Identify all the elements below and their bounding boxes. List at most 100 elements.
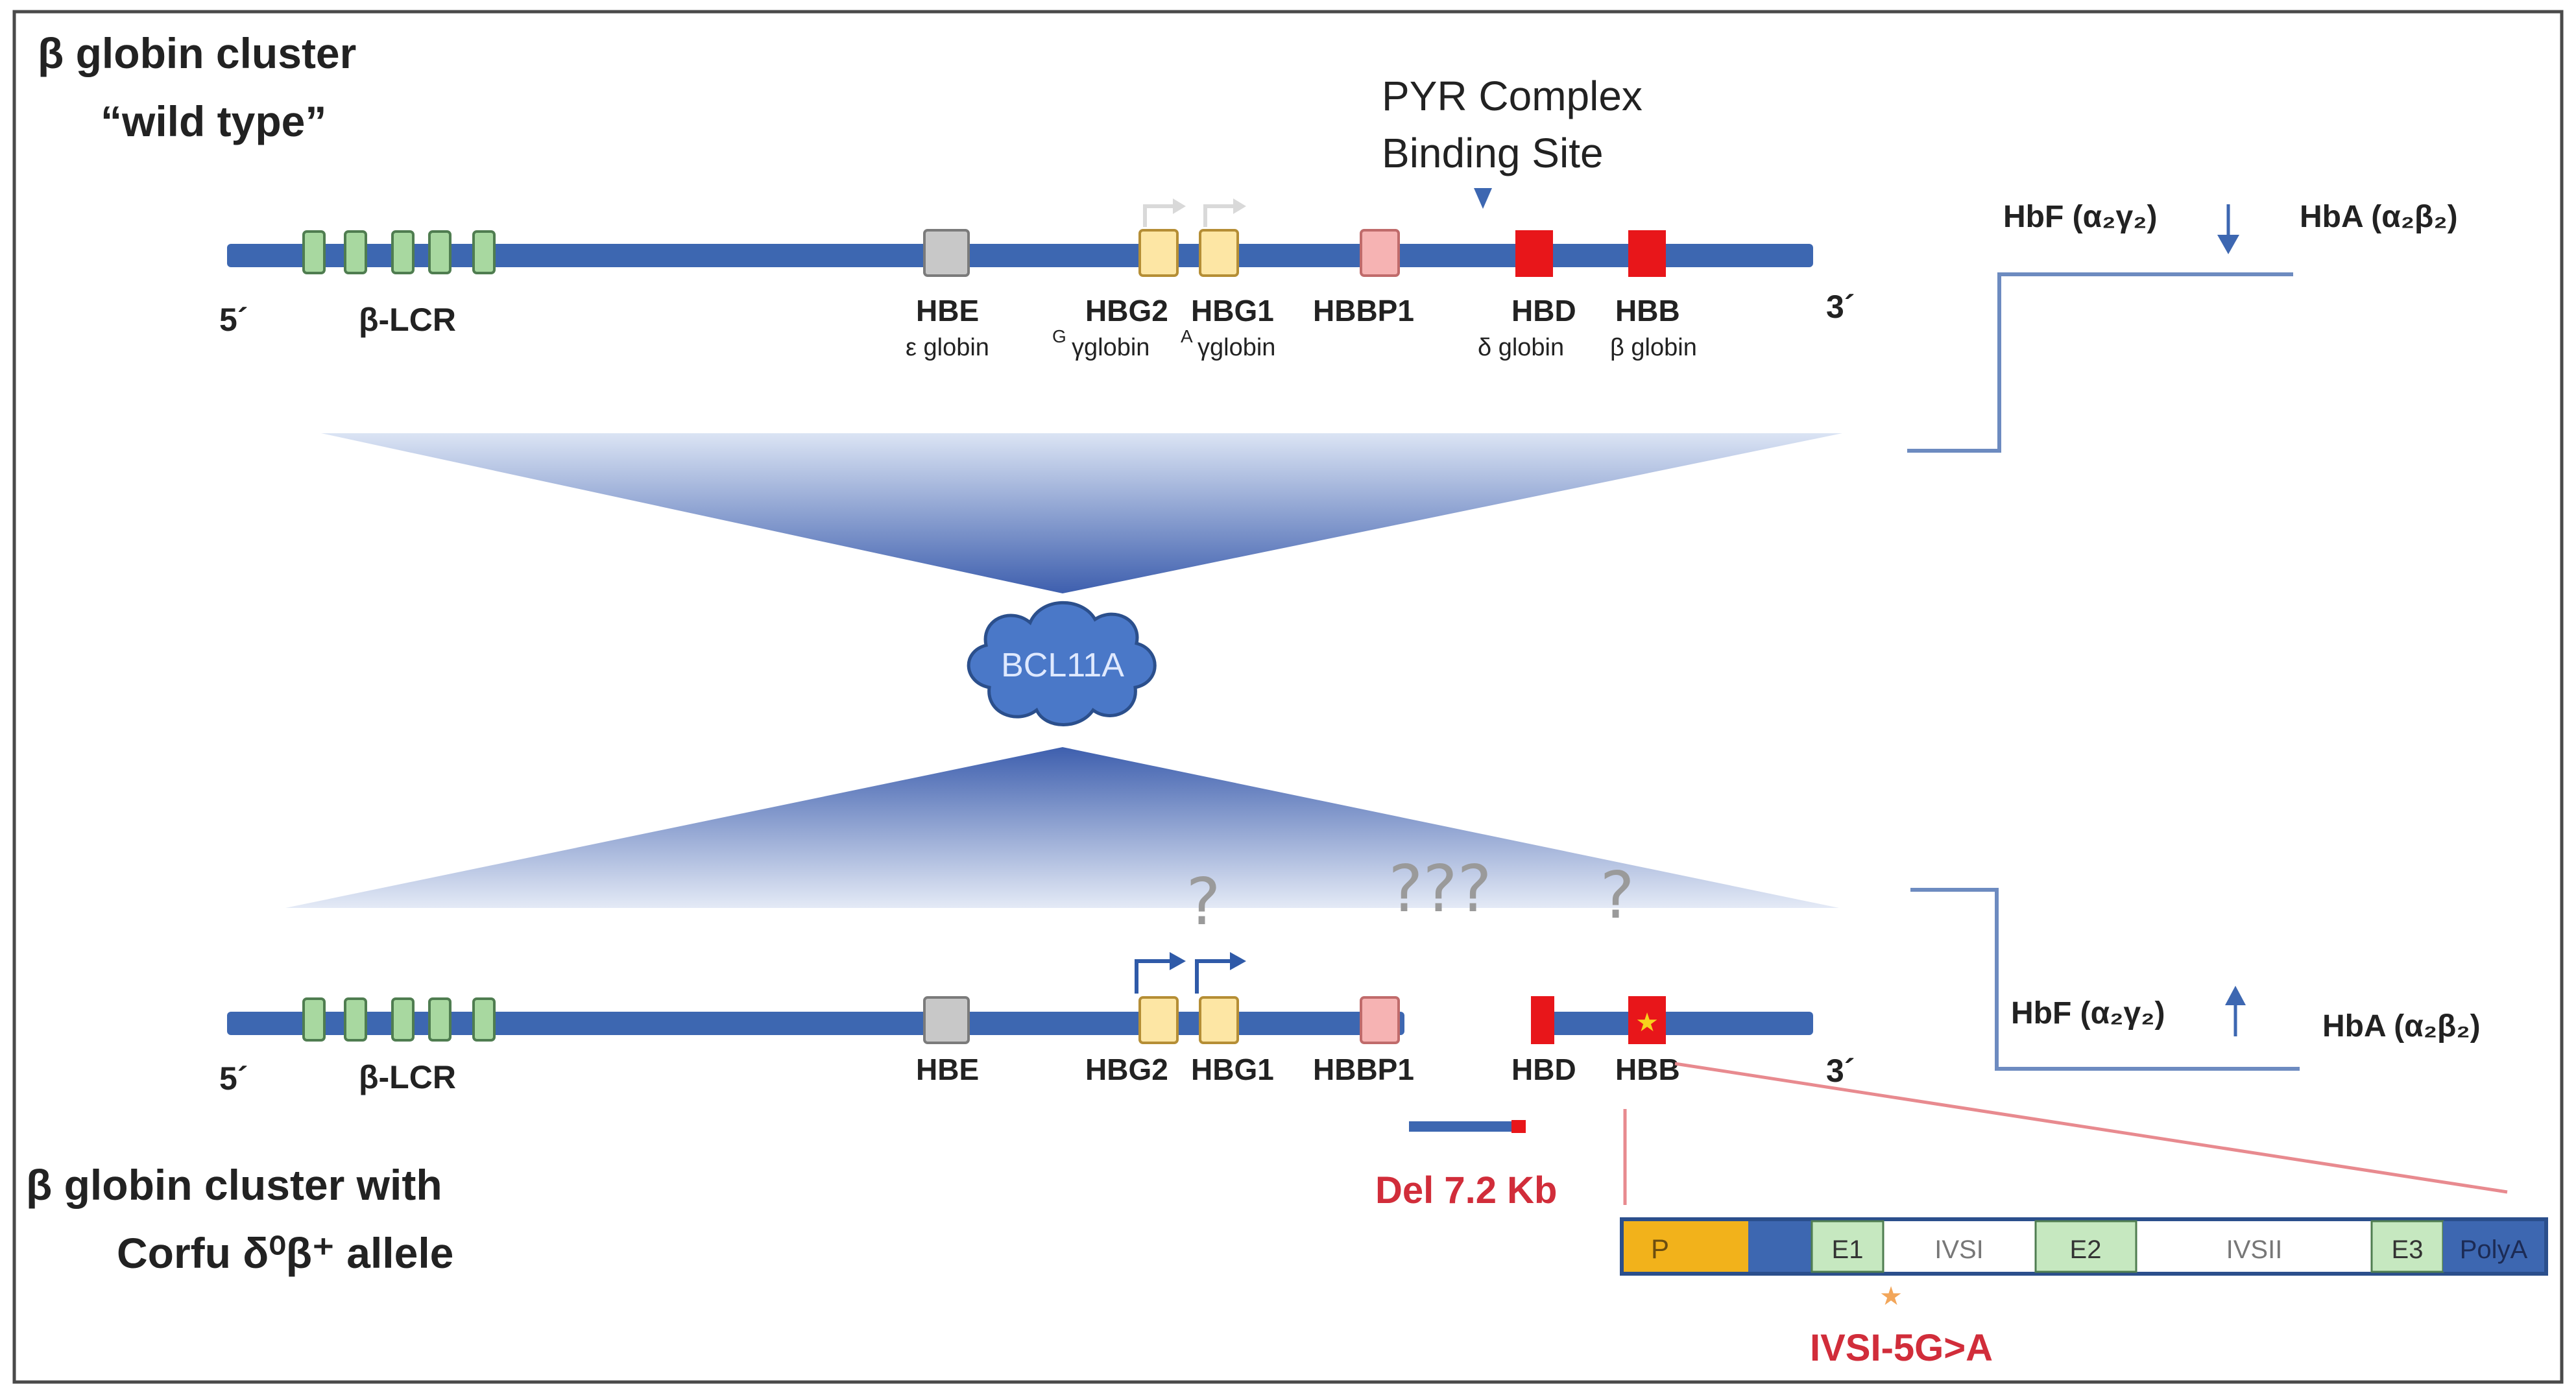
hba-label-wild-type: HbA (α₂β₂): [2300, 200, 2458, 234]
hbf-down-arrow-icon: [2217, 235, 2239, 254]
lcr-element: [344, 997, 367, 1042]
hbd-label-corfu: HBD: [1511, 1053, 1576, 1086]
hbg1-label-wild-type: HBG1: [1191, 294, 1274, 328]
deletion-bar-end: [1511, 1120, 1526, 1133]
hbg2-label-wild-type: HBG2: [1085, 294, 1168, 328]
hbd-label-wild-type: HBD: [1511, 294, 1576, 328]
wild-type-expression-step: [1907, 272, 2293, 453]
segment-promoter: [1624, 1221, 1748, 1272]
segment-exon1: [1811, 1220, 1884, 1273]
hbe-label-corfu: HBE: [916, 1053, 979, 1086]
lcr-element: [428, 997, 451, 1042]
hbe-box: [923, 229, 970, 277]
mutation-label: IVSI-5G>A: [1810, 1327, 1993, 1369]
figure-frame: [12, 10, 2564, 1384]
hbb-label-wild-type: HBB: [1615, 294, 1680, 328]
pyr-label-line2: Binding Site: [1382, 130, 1604, 176]
segment-label-e2: E2: [2070, 1235, 2102, 1264]
segment-label-e1: E1: [1832, 1235, 1864, 1264]
lcr-element: [302, 230, 326, 274]
bcl11a-bottom-wedge: [285, 747, 1839, 908]
hbb-box: [1628, 230, 1666, 277]
lcr-element: [472, 997, 496, 1042]
hbg1-promoter-arrow-icon: [1203, 204, 1234, 227]
hbb-label-corfu: HBB: [1615, 1053, 1680, 1086]
lcr-label-corfu: β-LCR: [359, 1059, 456, 1095]
hbg1-promoter-arrowhead-icon: [1233, 198, 1246, 214]
hbf-up-arrow-icon: [2225, 986, 2246, 1005]
title-corfu-line1: β globin cluster with: [26, 1161, 442, 1209]
hbg2-box: [1138, 229, 1179, 277]
segment-label-polya: PolyA: [2460, 1235, 2528, 1264]
segment-label-e3: E3: [2392, 1235, 2424, 1264]
hbg2-label-corfu: HBG2: [1085, 1053, 1168, 1086]
epsilon-globin-label: ε globin: [906, 334, 989, 361]
a-gamma-superscript: A: [1181, 326, 1193, 346]
bcl11a-cloud: [967, 601, 1157, 726]
zoom-line-right: [1674, 1062, 2508, 1194]
hbbp1-label-corfu: HBBP1: [1313, 1053, 1414, 1086]
hbf-label-wild-type: HbF (α₂γ₂): [2003, 200, 2157, 234]
hbg2-promoter-arrow-icon: [1143, 204, 1174, 227]
hbe-box-corfu: [923, 996, 970, 1044]
chromosome-corfu-right: [1544, 1012, 1813, 1035]
hbbp1-label-wild-type: HBBP1: [1313, 294, 1414, 328]
segment-exon3: [2370, 1220, 2444, 1273]
deletion-bar: [1409, 1121, 1523, 1132]
deletion-label: Del 7.2 Kb: [1375, 1169, 1557, 1211]
hbg2-promoter-arrowhead-icon: [1173, 198, 1186, 214]
hbg1-box: [1199, 229, 1239, 277]
bcl11a-top-wedge: [321, 433, 1842, 593]
hbbp1-box-corfu: [1360, 996, 1400, 1044]
hbg1-box-corfu: [1199, 996, 1239, 1044]
hbf-label-corfu: HbF (α₂γ₂): [2011, 996, 2165, 1031]
beta-globin-label: β globin: [1610, 334, 1697, 361]
chromosome-wild-type: [227, 244, 1813, 267]
segment-utr: [1748, 1221, 1812, 1272]
segment-exon2: [2034, 1220, 2137, 1273]
hbd-box-corfu: [1531, 996, 1554, 1044]
segment-label-ivsii: IVSII: [2226, 1235, 2283, 1264]
question-hbbp1-hbd: ???: [1388, 851, 1491, 927]
pyr-binding-arrow-icon: [1474, 188, 1492, 209]
hbb-mutation-star-icon: ★: [1635, 1008, 1659, 1038]
hba-label-corfu: HbA (α₂β₂): [2322, 1009, 2481, 1043]
corfu-expression-step: [1910, 888, 2300, 1071]
hbd-box: [1515, 230, 1553, 277]
lcr-element: [302, 997, 326, 1042]
title-wild-type-line2: “wild type”: [101, 97, 326, 145]
lcr-element: [428, 230, 451, 274]
mutation-marker-icon: ★: [1879, 1282, 1903, 1311]
lcr-element: [344, 230, 367, 274]
lcr-label-wild-type: β-LCR: [359, 302, 456, 338]
lcr-corfu: [302, 997, 496, 1042]
hbg1-active-arrowhead-icon: [1230, 952, 1246, 970]
three-prime-corfu: 3´: [1826, 1053, 1855, 1089]
hbg2-box-corfu: [1138, 996, 1179, 1044]
bcl11a-label: BCL11A: [1001, 647, 1124, 684]
lcr-element: [472, 230, 496, 274]
segment-label-ivsi: IVSI: [1934, 1235, 1984, 1264]
hbe-label-wild-type: HBE: [916, 294, 979, 328]
g-gamma-globin-label: γglobin: [1072, 334, 1150, 361]
hbg2-active-arrowhead-icon: [1170, 952, 1186, 970]
hbb-gene-structure: P E1 IVSI E2 IVSII E3 PolyA: [1620, 1217, 2548, 1276]
hbbp1-box: [1360, 229, 1400, 277]
hbg1-active-arrow-icon: [1195, 959, 1231, 994]
question-hbb: ?: [1600, 857, 1634, 933]
segment-polya: [2443, 1221, 2544, 1272]
a-gamma-globin-label: γglobin: [1198, 334, 1275, 361]
five-prime-corfu: 5´: [219, 1060, 248, 1097]
five-prime-wild-type: 5´: [219, 302, 248, 338]
hbg2-active-arrow-icon: [1135, 959, 1171, 994]
g-gamma-superscript: G: [1052, 326, 1066, 346]
title-wild-type-line1: β globin cluster: [38, 29, 356, 77]
hbb-box-corfu: [1628, 996, 1666, 1044]
delta-globin-label: δ globin: [1478, 334, 1564, 361]
chromosome-corfu-left: [227, 1012, 1404, 1035]
lcr-element: [391, 997, 415, 1042]
lcr-element: [391, 230, 415, 274]
lcr-wild-type: [302, 230, 496, 274]
hbg1-label-corfu: HBG1: [1191, 1053, 1274, 1086]
